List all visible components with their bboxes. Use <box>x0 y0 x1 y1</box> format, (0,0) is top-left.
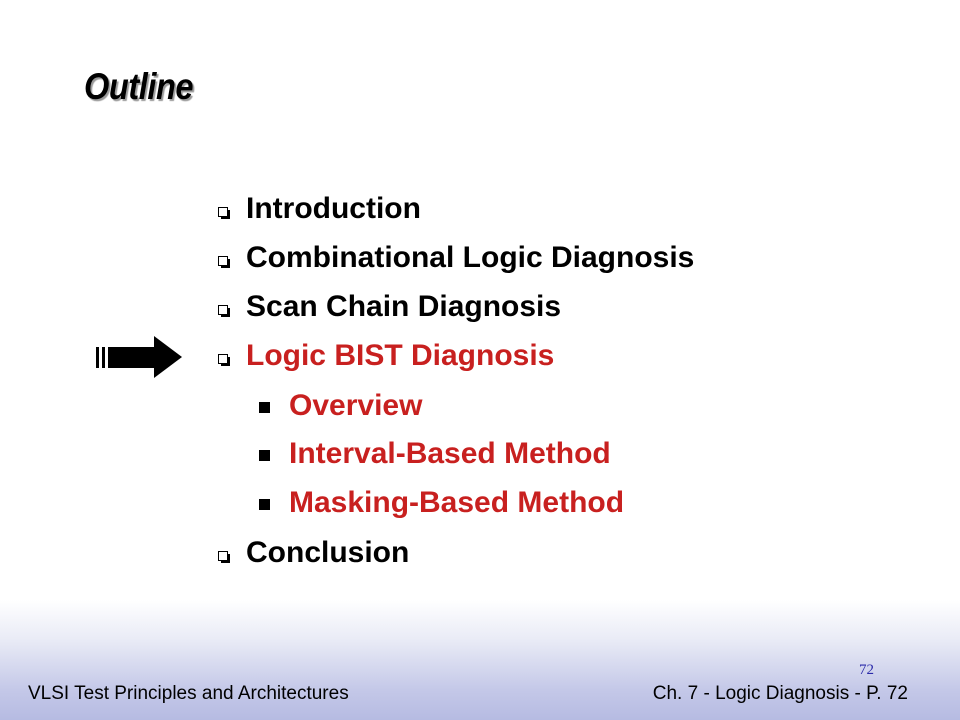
box-bullet-icon <box>218 305 230 317</box>
list-item-combinational: Combinational Logic Diagnosis <box>218 238 694 278</box>
footer-course-title: VLSI Test Principles and Architectures <box>28 683 349 704</box>
page-number: 72 <box>859 662 874 678</box>
list-item-label: Combinational Logic Diagnosis <box>246 241 695 274</box>
list-item-label: Logic BIST Diagnosis <box>246 339 555 372</box>
list-item-label: Masking-Based Method <box>289 486 625 519</box>
box-bullet-icon <box>218 551 230 563</box>
list-item-label: Conclusion <box>246 536 410 569</box>
list-item-scan-chain: Scan Chain Diagnosis <box>218 287 561 327</box>
list-item-logic-bist: Logic BIST Diagnosis <box>218 336 554 376</box>
arrow-icon <box>96 336 182 378</box>
list-item-conclusion: Conclusion <box>218 533 409 573</box>
box-bullet-icon <box>218 256 230 268</box>
list-subitem-overview: Overview <box>259 386 422 426</box>
square-bullet-icon <box>259 498 270 510</box>
list-item-label: Interval-Based Method <box>289 437 611 470</box>
square-bullet-icon <box>259 401 270 413</box>
outline-list: Introduction Combinational Logic Diagnos… <box>218 189 694 573</box>
list-subitem-masking-based: Masking-Based Method <box>259 483 624 523</box>
footer-chapter-page: Ch. 7 - Logic Diagnosis - P. 72 <box>652 683 908 704</box>
list-item-label: Scan Chain Diagnosis <box>246 290 562 323</box>
square-bullet-icon <box>259 449 270 461</box>
box-bullet-icon <box>218 354 230 366</box>
list-item-label: Introduction <box>246 192 421 225</box>
box-bullet-icon <box>218 207 230 219</box>
list-item-introduction: Introduction <box>218 189 421 229</box>
slide-title: Outline <box>84 66 194 107</box>
list-subitem-interval-based: Interval-Based Method <box>259 434 611 474</box>
list-item-label: Overview <box>289 389 423 422</box>
